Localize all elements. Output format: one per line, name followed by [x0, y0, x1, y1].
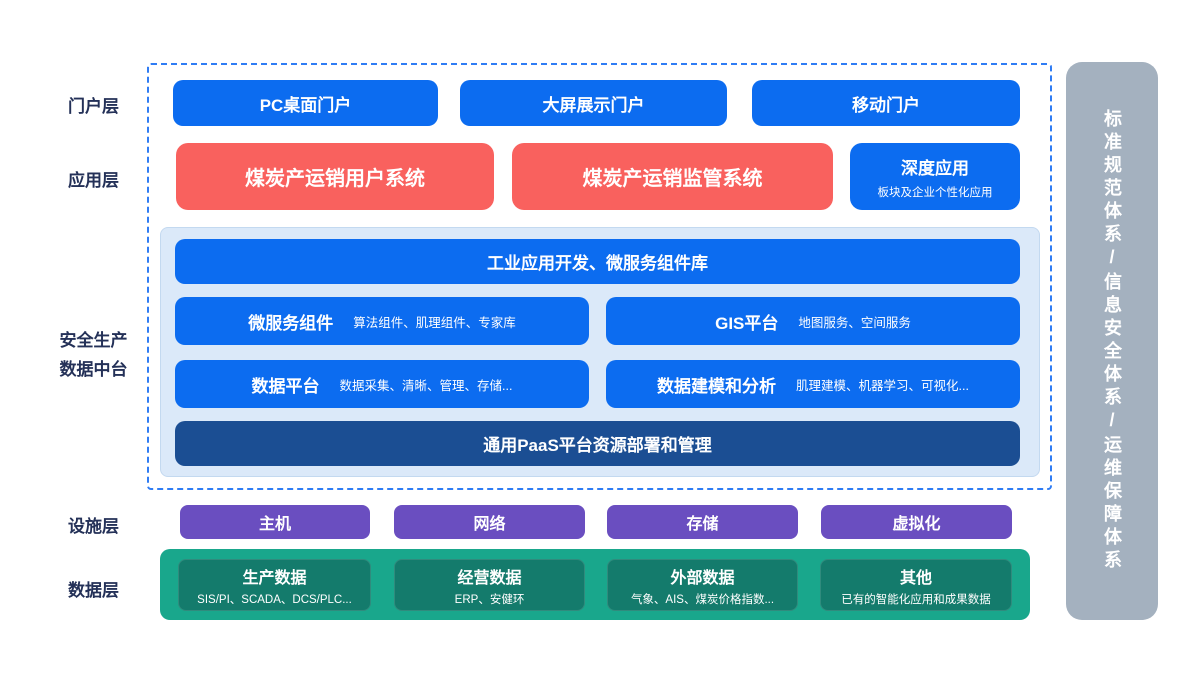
deep-application-title: 深度应用 [901, 158, 969, 178]
data-item-production: 生产数据 SIS/PI、SCADA、DCS/PLC... [178, 559, 371, 611]
layer-label-middle-line1: 安全生产 [59, 331, 128, 350]
component-data-platform-title: 数据平台 [251, 376, 320, 396]
layer-label-facility: 设施层 [68, 517, 119, 536]
component-data-platform: 数据平台 数据采集、清晰、管理、存储... [175, 360, 589, 408]
facility-item-host: 主机 [180, 505, 370, 539]
data-item-external-title: 外部数据 [670, 569, 735, 587]
data-item-production-subtitle: SIS/PI、SCADA、DCS/PLC... [197, 593, 352, 606]
component-gis-platform: GIS平台 地图服务、空间服务 [606, 297, 1020, 345]
data-item-other-title: 其他 [899, 569, 932, 587]
component-gis-title: GIS平台 [715, 313, 779, 333]
data-item-business-subtitle: ERP、安健环 [454, 593, 525, 606]
layer-label-middle-platform: 安全生产 数据中台 [40, 326, 147, 384]
component-data-platform-subtitle: 数据采集、清晰、管理、存储... [339, 378, 513, 393]
layer-label-portal: 门户层 [68, 97, 119, 116]
layer-label-middle-line2: 数据中台 [59, 360, 128, 379]
data-item-external-subtitle: 气象、AIS、煤炭价格指数... [630, 593, 775, 606]
component-gis-subtitle: 地图服务、空间服务 [798, 315, 911, 330]
app-item-supervision-system: 煤炭产运销监管系统 [512, 143, 833, 210]
component-data-modeling-subtitle: 肌理建模、机器学习、可视化... [796, 378, 969, 393]
data-item-other: 其他 已有的智能化应用和成果数据 [820, 559, 1012, 611]
facility-item-virtualization: 虚拟化 [821, 505, 1012, 539]
deep-application-subtitle: 板块及企业个性化应用 [877, 186, 993, 199]
data-item-external: 外部数据 气象、AIS、煤炭价格指数... [607, 559, 798, 611]
component-microservices: 微服务组件 算法组件、肌理组件、专家库 [175, 297, 589, 345]
portal-item-mobile: 移动门户 [752, 80, 1020, 126]
layer-label-data: 数据层 [68, 581, 119, 600]
app-item-deep-application: 深度应用 板块及企业个性化应用 [850, 143, 1020, 210]
industrial-app-dev-bar: 工业应用开发、微服务组件库 [175, 239, 1020, 284]
data-item-business-title: 经营数据 [457, 569, 522, 587]
facility-item-storage: 存储 [607, 505, 798, 539]
platform-dashed-frame [147, 63, 1052, 490]
facility-item-network: 网络 [394, 505, 585, 539]
data-item-business: 经营数据 ERP、安健环 [394, 559, 585, 611]
component-data-modeling: 数据建模和分析 肌理建模、机器学习、可视化... [606, 360, 1020, 408]
paas-platform-bar: 通用PaaS平台资源部署和管理 [175, 421, 1020, 466]
layer-label-application: 应用层 [68, 171, 119, 190]
component-data-modeling-title: 数据建模和分析 [657, 376, 777, 396]
portal-item-pc-desktop: PC桌面门户 [173, 80, 438, 126]
app-item-user-system: 煤炭产运销用户系统 [176, 143, 494, 210]
data-item-other-subtitle: 已有的智能化应用和成果数据 [841, 593, 991, 606]
data-item-production-title: 生产数据 [242, 569, 307, 587]
system-guarantee-bar: 标准规范体系/信息安全体系/运维保障体系 [1066, 62, 1158, 620]
component-microservices-title: 微服务组件 [248, 313, 334, 333]
component-microservices-subtitle: 算法组件、肌理组件、专家库 [353, 315, 516, 330]
portal-item-big-screen: 大屏展示门户 [460, 80, 727, 126]
